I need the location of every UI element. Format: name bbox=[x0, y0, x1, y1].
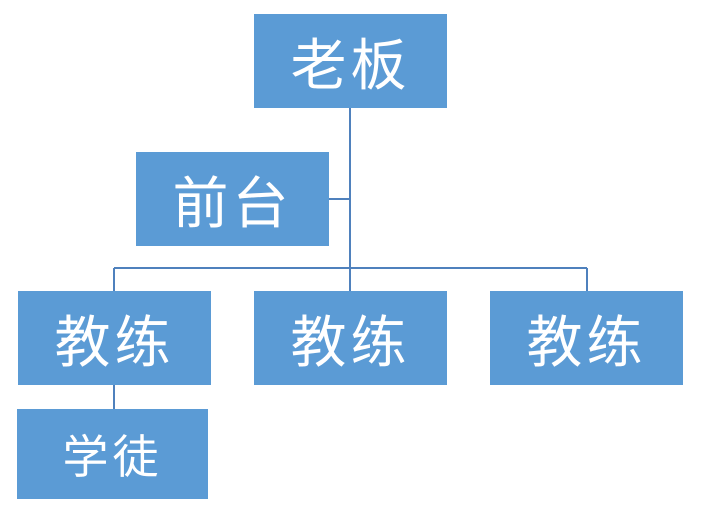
node-reception-label: 前台 bbox=[172, 171, 293, 237]
node-boss: 老板 bbox=[254, 14, 447, 108]
node-reception: 前台 bbox=[136, 152, 329, 246]
node-apprentice-label: 学徒 bbox=[62, 430, 163, 484]
node-coach-1: 教练 bbox=[18, 291, 211, 385]
node-coach-2: 教练 bbox=[254, 291, 447, 385]
node-coach-2-label: 教练 bbox=[290, 310, 411, 376]
node-boss-label: 老板 bbox=[290, 33, 411, 99]
node-coach-3: 教练 bbox=[490, 291, 683, 385]
node-coach-1-label: 教练 bbox=[54, 310, 175, 376]
node-apprentice: 学徒 bbox=[17, 409, 208, 499]
node-coach-3-label: 教练 bbox=[526, 310, 647, 376]
